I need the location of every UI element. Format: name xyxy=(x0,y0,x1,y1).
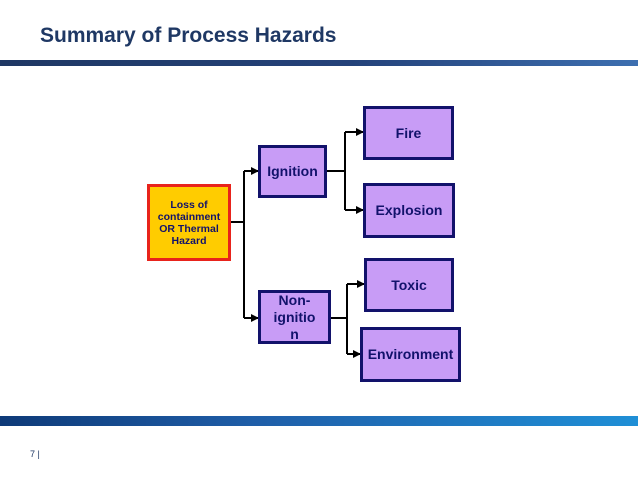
connector-non-ignition-to-outcomes xyxy=(331,280,365,358)
fire-label: Fire xyxy=(395,124,422,141)
connector-root-to-branches xyxy=(231,167,259,322)
non-ignition-label: Non-ignition xyxy=(273,291,316,342)
branch-node-non-ignition: Non-ignition xyxy=(258,290,331,344)
ignition-label: Ignition xyxy=(267,163,318,179)
outcome-node-explosion: Explosion xyxy=(363,183,455,238)
toxic-label: Toxic xyxy=(391,276,427,293)
slide-title: Summary of Process Hazards xyxy=(40,24,337,47)
outcome-node-environment: Environment xyxy=(360,327,461,382)
connector-ignition-to-outcomes xyxy=(327,128,364,214)
root-node-label: Loss of containment OR Thermal Hazard xyxy=(157,198,221,247)
root-node-loss-of-containment: Loss of containment OR Thermal Hazard xyxy=(147,184,231,261)
outcome-node-toxic: Toxic xyxy=(364,258,454,312)
environment-label: Environment xyxy=(367,346,454,362)
page-number: 7 | xyxy=(30,449,40,459)
branch-node-ignition: Ignition xyxy=(258,145,327,198)
footer-band xyxy=(0,416,638,426)
title-divider xyxy=(0,60,638,66)
outcome-node-fire: Fire xyxy=(363,106,454,160)
explosion-label: Explosion xyxy=(375,202,443,218)
